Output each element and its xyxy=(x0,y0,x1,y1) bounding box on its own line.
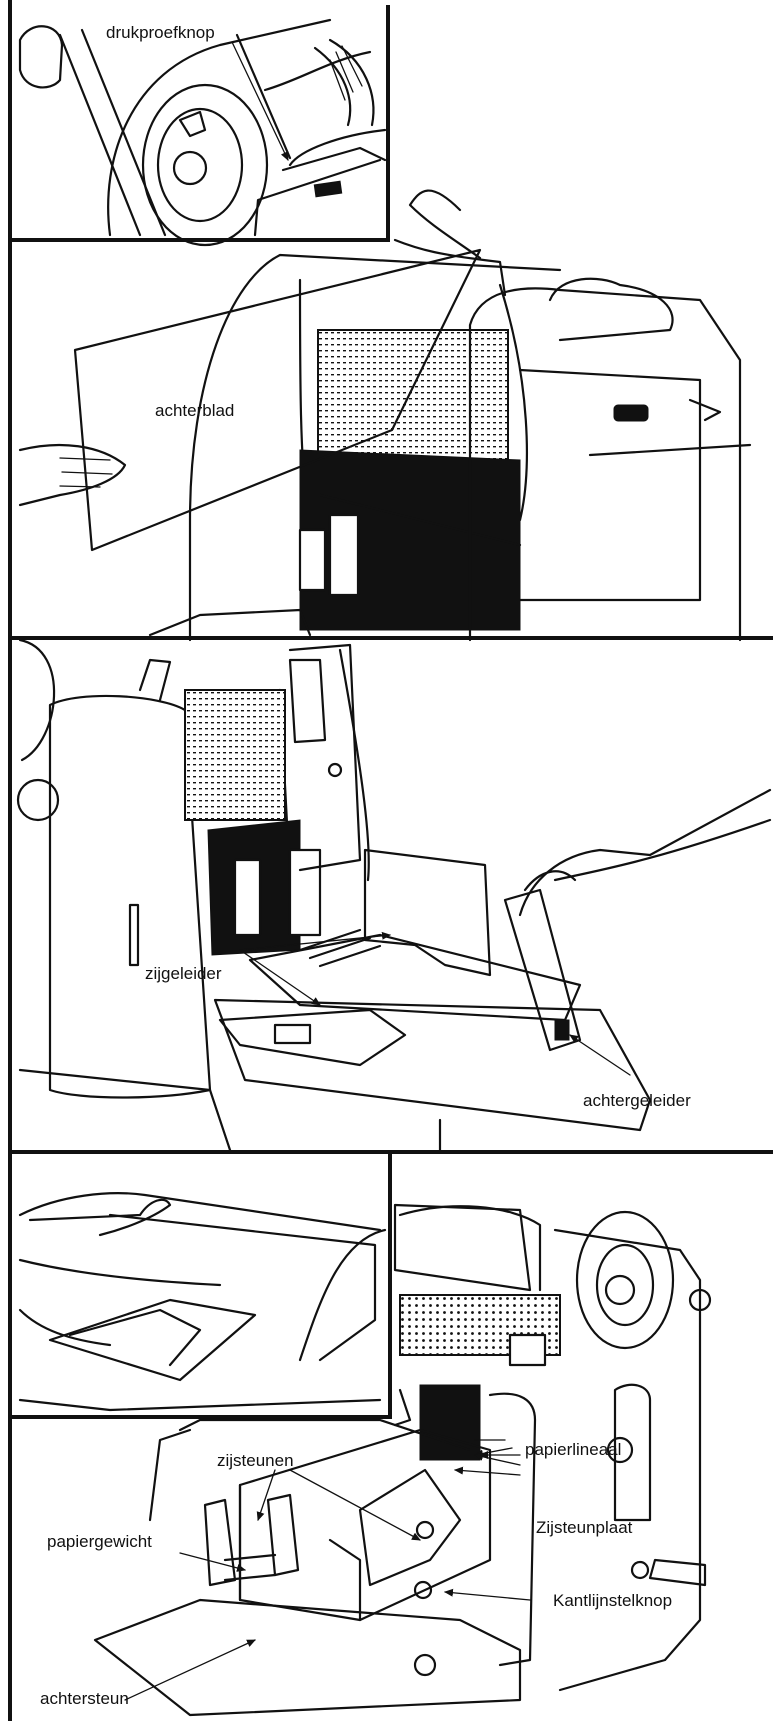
panel-frames xyxy=(10,0,773,1721)
panel-3-feed-table xyxy=(18,640,770,1150)
label-achtergeleider: achtergeleider xyxy=(583,1092,691,1109)
panel-1-drum-closeup xyxy=(20,20,385,245)
label-papierlineaal: papierlineaal xyxy=(525,1441,621,1458)
panel-4-paper-stack-inset xyxy=(20,1193,385,1410)
label-zijsteunen: zijsteunen xyxy=(217,1452,294,1469)
label-zijgeleider: zijgeleider xyxy=(145,965,222,982)
label-achterblad: achterblad xyxy=(155,402,234,419)
leader-lines xyxy=(232,42,288,160)
label-papiergewicht: papiergewicht xyxy=(47,1533,152,1550)
label-achtersteun: achtersteun xyxy=(40,1690,129,1707)
label-drukproefknop: drukproefknop xyxy=(106,24,215,41)
panel-5-side-supports xyxy=(95,1205,710,1715)
label-kantlijnstelknop: Kantlijnstelknop xyxy=(553,1592,672,1609)
panel-2-rear-sheet xyxy=(20,191,750,640)
label-zijsteunplaat: Zijsteunplaat xyxy=(536,1519,632,1536)
